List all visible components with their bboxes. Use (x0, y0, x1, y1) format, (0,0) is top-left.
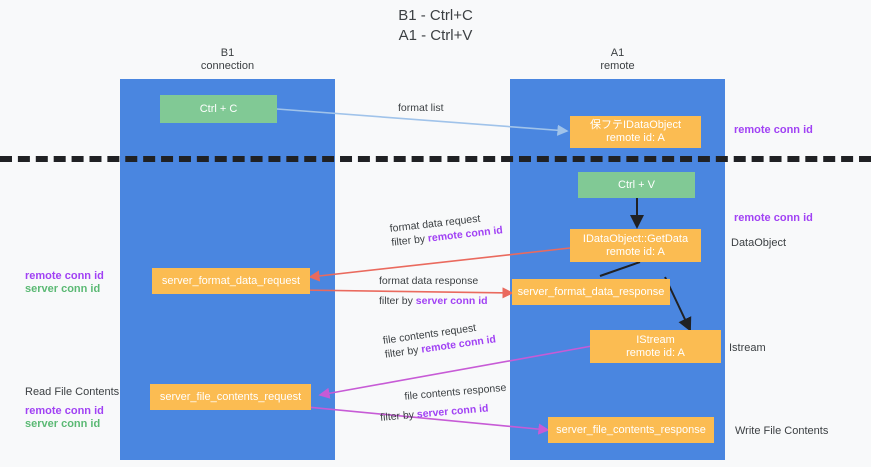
box-server-file-contents-request[interactable]: server_file_contents_request (150, 384, 311, 410)
flow-label-fdres-line1: format data response (379, 275, 479, 287)
label-remote-conn-id-top: remote conn id (734, 124, 813, 136)
flow-label-format-data-response: format data response filter by server co… (379, 274, 488, 308)
box-idataobject-line2: remote id: A (606, 132, 665, 144)
fcres-filter-prefix: filter by (379, 408, 418, 424)
flow-label-format-list: format list (398, 101, 444, 115)
box-server-format-data-response[interactable]: server_format_data_response (512, 279, 670, 305)
label-left-server-conn-id-2: server conn id (25, 418, 101, 430)
flow-label-format-list-text: format list (398, 102, 444, 114)
phase-divider (0, 156, 871, 162)
box-ctrl-v[interactable]: Ctrl + V (578, 172, 695, 198)
label-istream: Istream (729, 342, 766, 354)
box-getdata-line2: remote id: A (606, 245, 665, 258)
column-header-b1-name: B1 (220, 47, 235, 59)
column-header-b1: B1 connection (155, 47, 300, 73)
label-dataobject: DataObject (731, 237, 787, 249)
fdres-filter-key: server conn id (415, 295, 488, 307)
box-idataobject-line1: 保フテIDataObject (589, 119, 682, 131)
arrow-file-contents-request (318, 345, 593, 399)
box-server-file-contents-response[interactable]: server_file_contents_response (548, 417, 714, 443)
arrow-format-data-request (308, 247, 571, 282)
box-ctrl-c[interactable]: Ctrl + C (160, 95, 277, 123)
label-write-file-contents: Write File Contents (735, 425, 829, 437)
page-title: B1 - Ctrl+C A1 - Ctrl+V (0, 6, 871, 46)
box-idataobject[interactable]: 保フテIDataObject remote id: A (570, 116, 701, 148)
label-left-server-conn-id-1: server conn id (25, 283, 101, 295)
title-line-1: B1 - Ctrl+C (398, 7, 473, 24)
arrow-format-list (276, 108, 569, 136)
title-line-2: A1 - Ctrl+V (398, 27, 473, 44)
flow-label-fdres-line2: filter by server conn id (379, 294, 488, 308)
label-left-remote-conn-id-1: remote conn id (25, 270, 104, 282)
label-left-remote-conn-id-2: remote conn id (25, 405, 104, 417)
box-istream-line2: remote id: A (626, 346, 685, 359)
column-header-a1-role: remote (600, 60, 635, 72)
box-server-format-data-request[interactable]: server_format_data_request (152, 268, 310, 294)
column-header-a1: A1 remote (545, 47, 690, 73)
box-idataobject-getdata[interactable]: IDataObject::GetData remote id: A (570, 229, 701, 262)
column-header-b1-role: connection (200, 60, 255, 72)
fdres-filter-prefix: filter by (379, 295, 416, 307)
label-remote-conn-id-mid: remote conn id (734, 212, 813, 224)
box-istream[interactable]: IStream remote id: A (590, 330, 721, 363)
arrow-getdata-to-response (599, 261, 641, 277)
box-istream-line1: IStream (636, 333, 675, 346)
box-getdata-line1: IDataObject::GetData (582, 232, 689, 245)
column-header-a1-name: A1 (610, 47, 625, 59)
label-read-file-contents: Read File Contents (25, 386, 120, 398)
